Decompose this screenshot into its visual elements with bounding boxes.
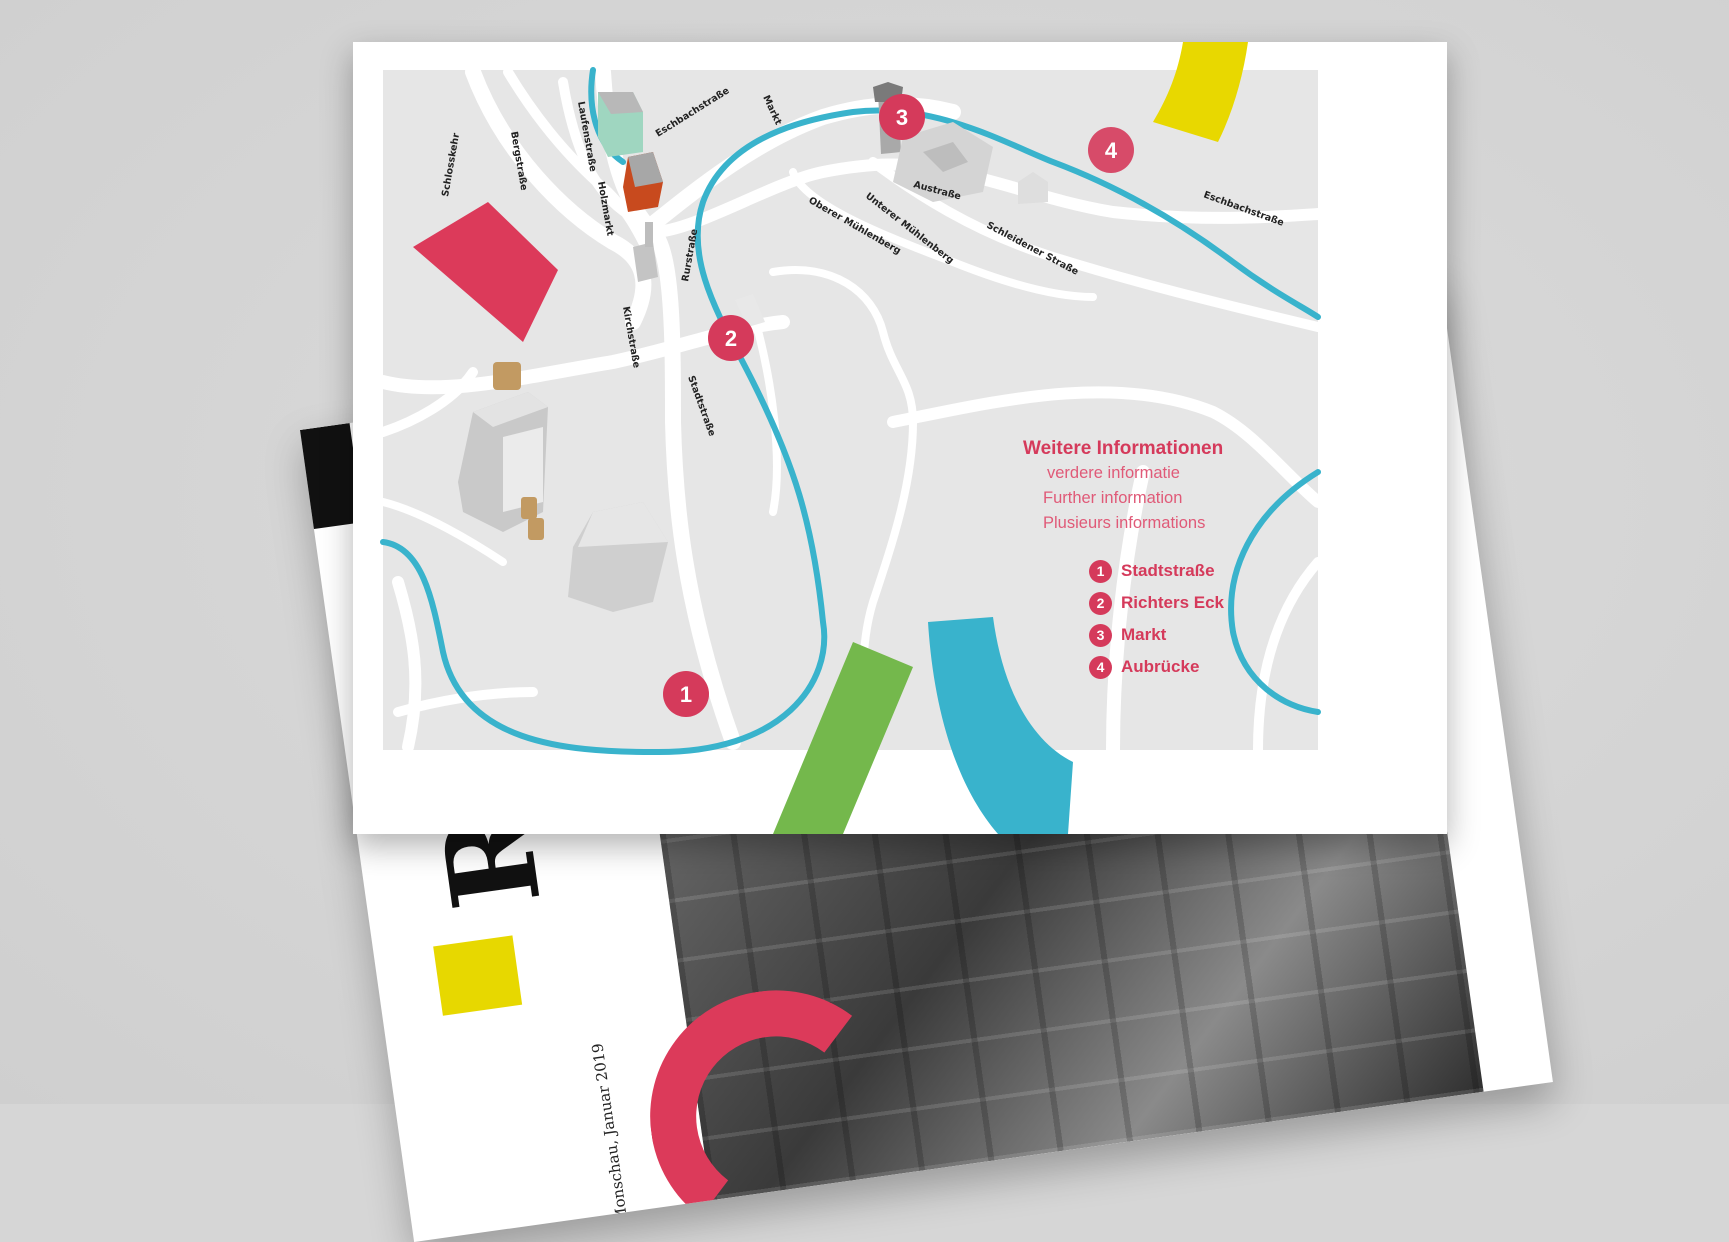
legend-label: Richters Eck	[1121, 593, 1224, 612]
road-network	[376, 64, 1324, 757]
legend-label: Stadtstraße	[1121, 561, 1215, 580]
cover-issue-line: Monschau, Januar 2019	[588, 1042, 632, 1225]
info-title: Weitere Informationen	[1023, 438, 1224, 459]
town-building	[598, 82, 1048, 327]
legend-item[interactable]: 2 Richters Eck	[1089, 587, 1323, 619]
legend-number: 1	[1089, 559, 1112, 583]
info-subtitle-nl: verdere informatie	[1047, 464, 1180, 482]
marker-4-label: 4	[1105, 138, 1118, 163]
legend-item[interactable]: 3 Markt	[1089, 619, 1323, 651]
legend-item[interactable]: 4 Aubrücke	[1089, 651, 1323, 683]
green-accent	[773, 642, 913, 834]
legend-label: Aubrücke	[1121, 657, 1200, 676]
map-legend: 1 Stadtstraße 2 Richters Eck 3 Markt 4 A…	[1089, 555, 1323, 683]
info-subtitle-fr: Plusieurs informations	[1043, 514, 1206, 532]
info-panel: Weitere Informationen verdere informatie…	[1023, 438, 1323, 683]
info-subtitle-en: Further information	[1043, 489, 1183, 507]
map-sheet: Schlosskehr Bergstraße Laufenstraße Holz…	[353, 42, 1447, 834]
marker-2-label: 2	[725, 326, 737, 351]
marker-4[interactable]: 4	[1088, 127, 1134, 173]
legend-item[interactable]: 1 Stadtstraße	[1089, 555, 1323, 587]
legend-number: 4	[1089, 655, 1112, 679]
yellow-accent	[433, 935, 523, 1016]
marker-3[interactable]: 3	[879, 94, 925, 140]
yellow-accent	[1153, 42, 1248, 142]
blue-accent	[928, 617, 1073, 834]
marker-3-label: 3	[896, 105, 908, 130]
legend-number: 2	[1089, 591, 1112, 615]
castle-building	[458, 362, 668, 612]
pink-accent	[413, 202, 558, 342]
map-canvas: Schlosskehr Bergstraße Laufenstraße Holz…	[376, 42, 1324, 834]
legend-number: 3	[1089, 623, 1112, 647]
marker-2[interactable]: 2	[708, 315, 754, 361]
marker-1-label: 1	[680, 682, 692, 707]
legend-label: Markt	[1121, 625, 1167, 644]
marker-1[interactable]: 1	[663, 671, 709, 717]
